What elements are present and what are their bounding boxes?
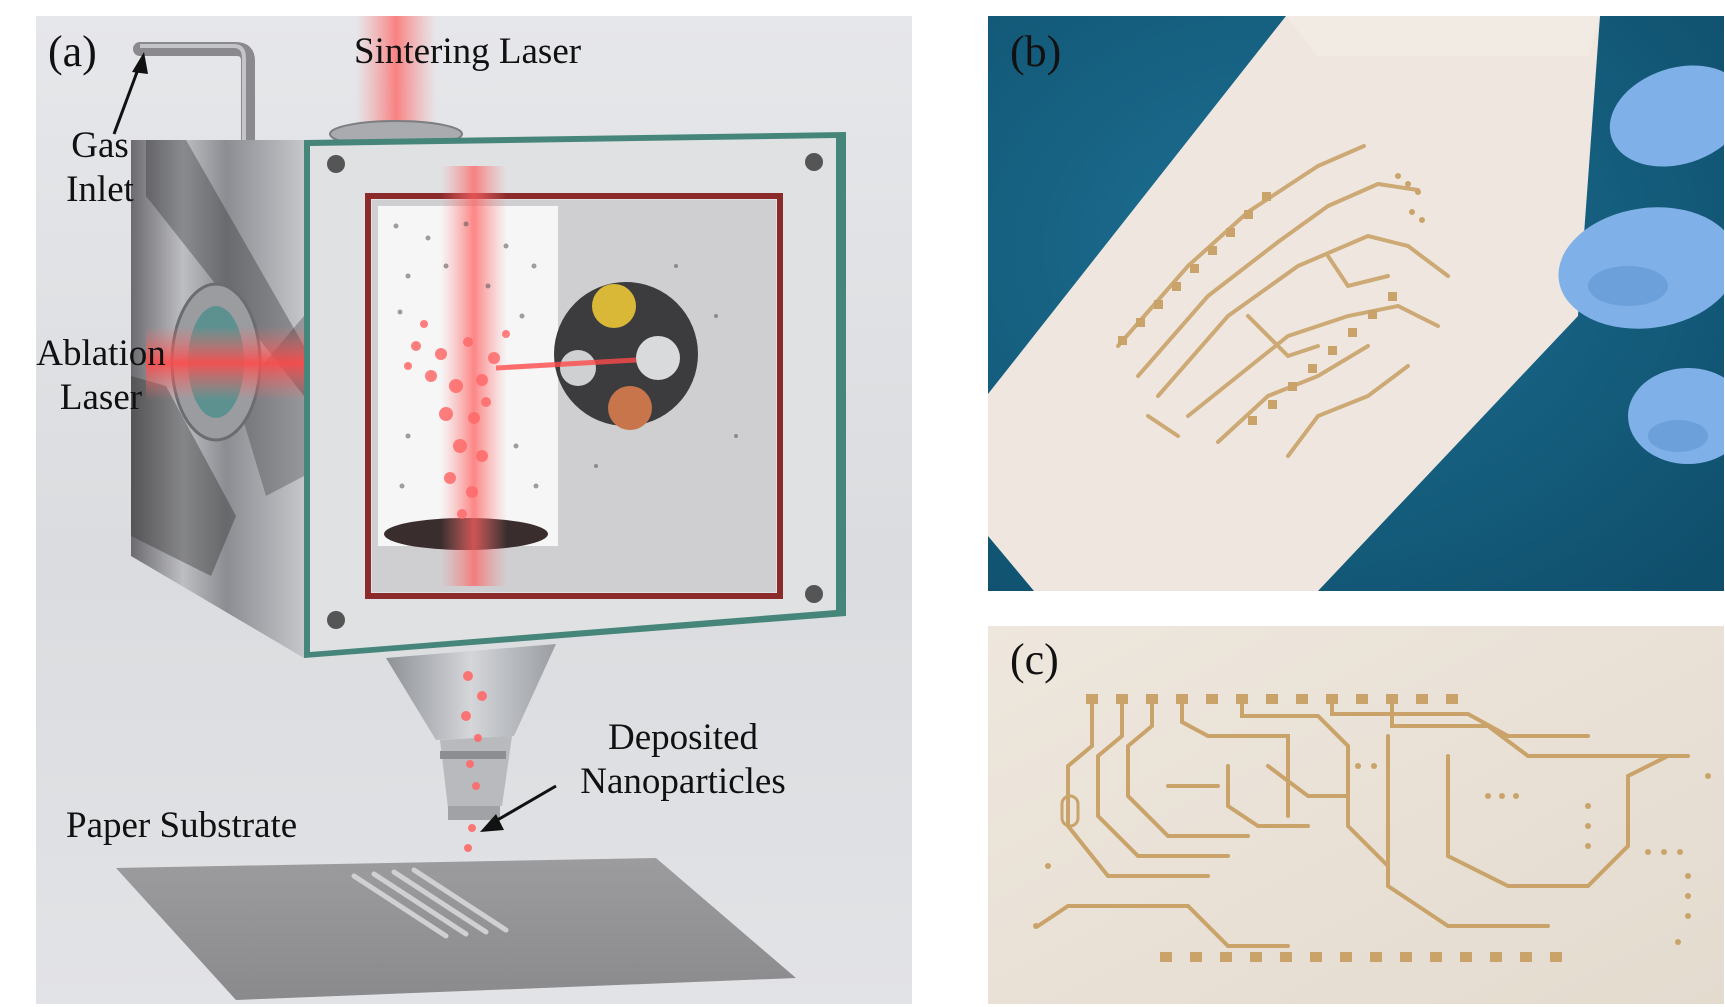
gas-inlet-label: Gas Inlet [50,124,150,213]
deposited-line2: Nanoparticles [558,760,808,804]
ablation-laser-line1: Ablation [36,332,188,376]
panel-c-letter: (c) [1010,634,1059,685]
deposited-nanoparticles-label: Deposited Nanoparticles [558,716,808,805]
panel-b-photo: (b) [988,16,1724,591]
target-copper [608,386,652,430]
sintering-laser-label: Sintering Laser [354,30,581,74]
ablation-laser-label: Ablation Laser [36,332,188,421]
deposition-nozzle [386,644,556,740]
panel-a-letter: (a) [48,26,97,77]
panel-b-letter: (b) [1010,26,1061,77]
target-silver-left [560,350,596,386]
printed-card-photo [988,16,1724,591]
target-gold [592,284,636,328]
panel-a-schematic: (a) Sintering Laser Gas Inlet Ablation L… [36,16,912,1004]
panel-c-photo: (c) [988,626,1724,1004]
chamber-illustration [36,16,912,1004]
gas-inlet-line2: Inlet [50,168,150,212]
circuit-closeup-photo [988,626,1724,1004]
gas-inlet-line1: Gas [50,124,150,168]
paper-substrate-label: Paper Substrate [66,804,297,848]
gas-inlet-pipe [140,49,248,140]
target-silver-right [636,336,680,380]
deposited-line1: Deposited [558,716,808,760]
ablation-laser-line2: Laser [36,376,188,420]
